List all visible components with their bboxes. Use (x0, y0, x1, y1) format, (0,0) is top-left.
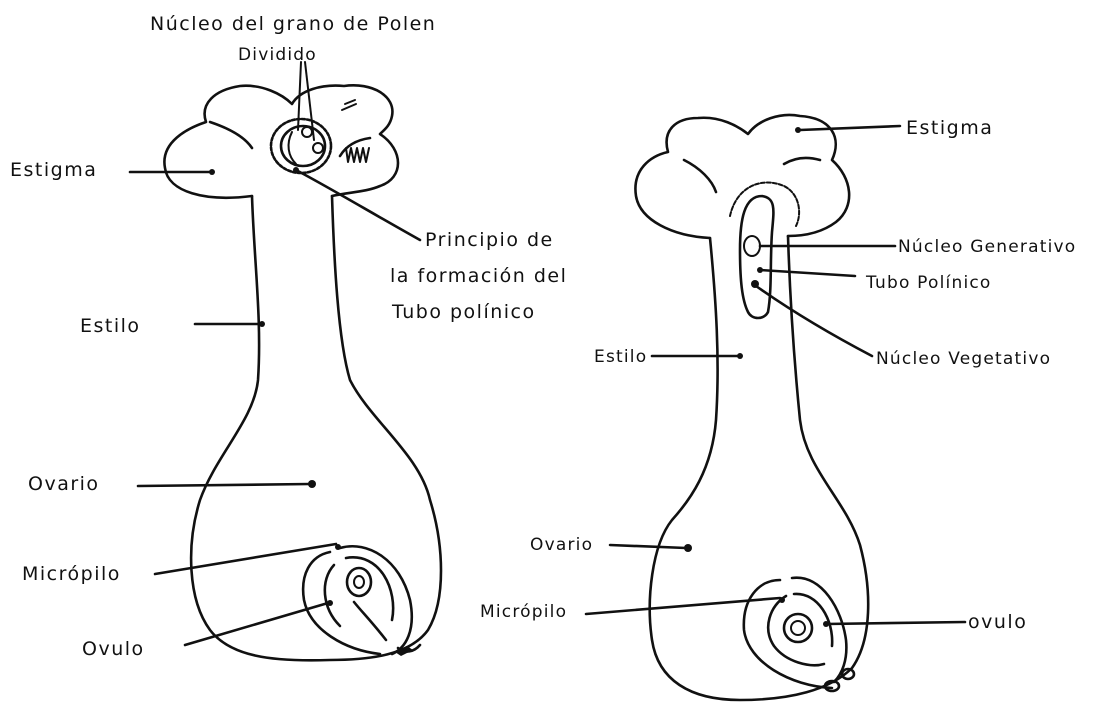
right-style (650, 236, 868, 700)
right-ovule (744, 578, 854, 691)
right-pollen-tube (740, 196, 773, 318)
label-estigma-right: Estigma (906, 117, 993, 139)
label-estilo-right: Estilo (594, 347, 647, 367)
label-ovario-right: Ovario (530, 535, 593, 555)
label-estigma-left: Estigma (10, 159, 97, 181)
left-ovule (303, 546, 420, 656)
right-leaders (586, 126, 965, 627)
right-pistil: Estigma Núcleo Generativo Tubo Polínico … (480, 115, 1076, 700)
label-nucleo-generativo: Núcleo Generativo (898, 237, 1076, 257)
label-principio-line1: Principio de (425, 229, 554, 251)
label-tubo-polinico-right: Tubo Polínico (865, 273, 992, 293)
label-dividido: Dividido (238, 45, 317, 65)
label-ovulo-right: ovulo (968, 611, 1027, 633)
label-principio-line3: Tubo polínico (391, 301, 536, 323)
label-nucleo-grano-polen: Núcleo del grano de Polen (150, 13, 436, 35)
label-ovario-left: Ovario (28, 473, 100, 495)
label-estilo-left: Estilo (80, 315, 141, 337)
label-nucleo-vegetativo: Núcleo Vegetativo (876, 349, 1051, 369)
label-micropilo-left: Micrópilo (22, 563, 121, 585)
label-micropilo-right: Micrópilo (480, 602, 567, 622)
label-ovulo-left: Ovulo (82, 638, 145, 660)
left-leaders (130, 62, 420, 645)
left-pistil: Núcleo del grano de Polen Dividido Estig… (10, 13, 567, 660)
label-principio-line2: la formación del (390, 265, 567, 287)
left-pollen-grain (271, 119, 331, 173)
